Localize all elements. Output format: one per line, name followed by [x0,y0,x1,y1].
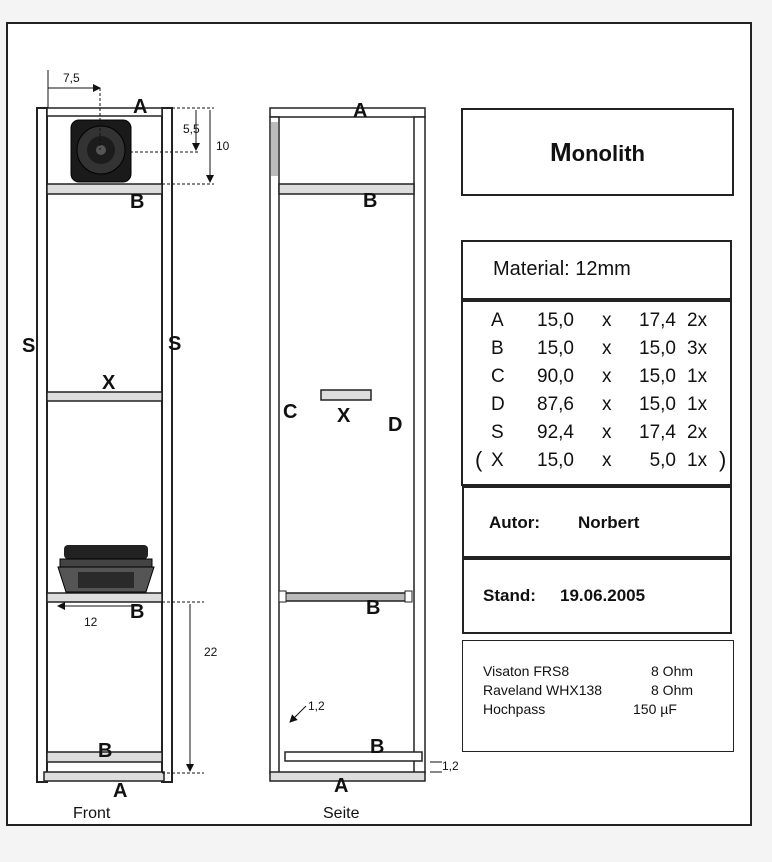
side-panel-d [413,116,426,774]
material-header: Material: 12mm [461,240,732,300]
dim-top-chamber: 10 [216,139,230,153]
side-top-panel-a [269,107,426,118]
side-caption: Seite [323,805,360,822]
side-label-b-top: B [363,190,377,212]
side-view: 1,2 1,2 A B C X D B B A Seite [269,100,459,822]
dim-tweeter-depth: 5,5 [183,122,200,136]
stand-key: Stand: [483,586,536,605]
side-label-b-low: B [370,736,384,758]
front-view: 7,5 5,5 10 12 22 A B S S X B B A Front [22,70,230,822]
front-label-b-top: B [130,191,144,213]
front-label-s-right: S [168,333,181,355]
front-top-panel-a [46,107,163,117]
dim-bottom-chamber: 22 [204,645,218,659]
paren-open: ( [475,447,483,472]
side-panel-b-mid [284,592,409,602]
front-label-a-bottom: A [113,780,127,802]
woofer-driver [57,545,155,593]
stand-box: Stand: 19.06.2005 [462,558,732,634]
side-panel-c [269,116,280,774]
dim-tweeter-offset: 7,5 [63,71,80,85]
side-panel-x [320,389,372,401]
front-panel-b-top [46,183,163,195]
paren-close: ) [719,447,727,472]
stand-value: 19.06.2005 [560,586,646,605]
front-panel-b-low [46,751,163,763]
author-value: Norbert [578,513,640,532]
front-label-b-low: B [98,740,112,762]
front-side-panel-left [36,107,48,783]
project-title: Monolith [550,136,645,167]
front-label-a-top: A [133,96,147,118]
author-key: Autor: [489,513,540,532]
side-panel-b-low [284,751,423,762]
material-label: Material: 12mm [493,258,631,280]
dim-woofer-offset: 12 [84,615,98,629]
side-panel-b-top [278,183,415,195]
front-label-b-mid: B [130,601,144,623]
dim-side-bottom-thickness: 1,2 [442,759,459,773]
tweeter-driver [70,119,132,183]
front-bottom-panel-a [43,771,165,782]
side-bottom-panel-a [269,771,426,782]
side-label-x: X [337,405,351,427]
side-label-a-top: A [353,100,367,122]
front-label-x: X [102,372,116,394]
author-box: Autor: Norbert [462,486,732,558]
side-label-c: C [283,401,297,423]
dim-side-gap: 1,2 [308,699,325,713]
front-panel-b-mid [46,592,163,603]
side-label-a-bottom: A [334,775,348,797]
front-panel-x [46,391,163,402]
side-label-b-mid: B [366,597,380,619]
front-label-s-left: S [22,335,35,357]
front-side-panel-right [161,107,173,783]
side-label-d: D [388,414,402,436]
title-box: Monolith [461,108,734,196]
front-caption: Front [73,805,111,822]
